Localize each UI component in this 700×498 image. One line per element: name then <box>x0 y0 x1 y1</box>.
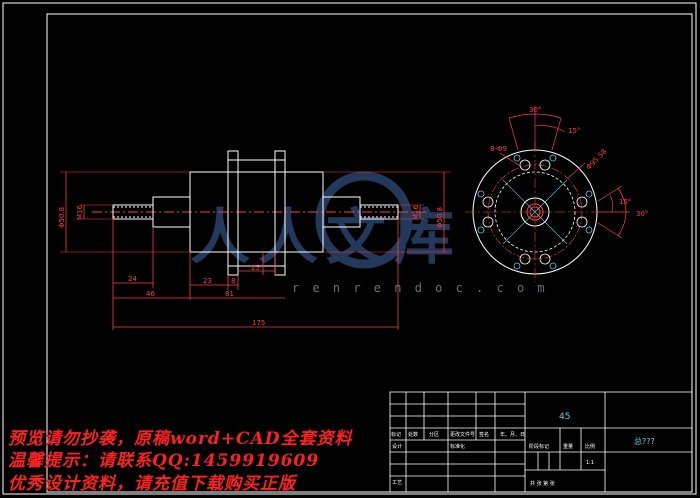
dim-23: 23 <box>203 277 212 285</box>
overlay-line-1: 预览请勿抄袭，原稿word+CAD全套资料 <box>8 429 353 449</box>
dimension-labels: 24 46 23 8 25 81 175 Φ50.8 M16 M16 Φ50.8 <box>58 205 444 327</box>
dim-24: 24 <box>128 275 137 283</box>
bolt-hole <box>576 216 588 228</box>
row-process: 工艺 <box>392 480 402 486</box>
stage-label: 阶段标记 <box>529 443 549 450</box>
dim-175: 175 <box>252 319 265 327</box>
bolt-hole <box>482 196 494 208</box>
overlay-line-3: 优秀设计资料，请充值下载购买正版 <box>8 474 296 494</box>
scale-value: 45 <box>559 412 570 422</box>
outer-holes <box>477 154 593 270</box>
weight-label: 重量 <box>563 443 573 450</box>
watermark-logo-text: 人人文库 <box>190 203 462 273</box>
row-standard: 标准化 <box>450 443 465 450</box>
header-cell-6: 年、月、日 <box>500 431 525 438</box>
shaft-side-view <box>92 150 428 276</box>
sheet-footer: 共 张 第 张 <box>530 480 555 487</box>
row-design: 设计 <box>392 443 402 450</box>
dim-thread-left: M16 <box>76 205 84 220</box>
bolt-hole <box>482 216 494 228</box>
dimensions <box>60 171 450 330</box>
drawing-code: 总??? <box>634 436 655 446</box>
ratio-label: 比例 <box>585 443 595 450</box>
bolt-hole <box>519 159 531 171</box>
inner-frame <box>46 13 693 493</box>
ratio-value: 1:1 <box>586 460 594 466</box>
angle-annotations <box>499 106 630 239</box>
bolt-hole <box>576 196 588 208</box>
dim-dia-right-outer: Φ50.8 <box>436 207 444 228</box>
dim-dia-left-outer: Φ50.8 <box>58 207 66 228</box>
overlay-line-2: 温馨提示：请联系QQ:1459919609 <box>8 451 320 471</box>
header-cell-3: 分区 <box>429 431 439 438</box>
hole-callout-label: 8-Φ9 <box>490 145 507 153</box>
angle-top-small-label: 15° <box>568 127 580 135</box>
bolt-holes <box>482 159 588 265</box>
header-cell-1: 标记 <box>391 431 401 438</box>
angle-top-label: 30° <box>529 106 541 114</box>
dim-25: 25 <box>251 264 260 272</box>
dim-46: 46 <box>146 290 155 298</box>
header-cell-5: 签名 <box>479 431 489 438</box>
angle-right-label: 30° <box>636 210 648 218</box>
spokes <box>502 179 568 245</box>
watermark-logo: 人人文库 <box>190 171 462 273</box>
dim-81: 81 <box>225 290 234 298</box>
bolt-hole <box>519 253 531 265</box>
angle-right-small-label: 15° <box>619 198 631 206</box>
watermark-url: r e n r e n d o c . c o m <box>292 281 548 295</box>
title-block <box>389 391 693 493</box>
header-cell-4: 更改文件号 <box>450 431 475 438</box>
title-block-text: 45 总??? 标记 处数 分区 更改文件号 签名 年、月、日 阶段标记 重量 … <box>391 412 655 487</box>
right-thread-end <box>359 204 399 220</box>
watermark-ring <box>315 171 413 269</box>
left-flange <box>227 150 239 276</box>
header-cell-2: 处数 <box>408 431 418 438</box>
bolt-hole <box>539 159 551 171</box>
right-flange <box>274 150 286 276</box>
dim-8: 8 <box>231 277 235 285</box>
bolt-hole <box>539 253 551 265</box>
dim-thread-right: M16 <box>412 205 420 220</box>
